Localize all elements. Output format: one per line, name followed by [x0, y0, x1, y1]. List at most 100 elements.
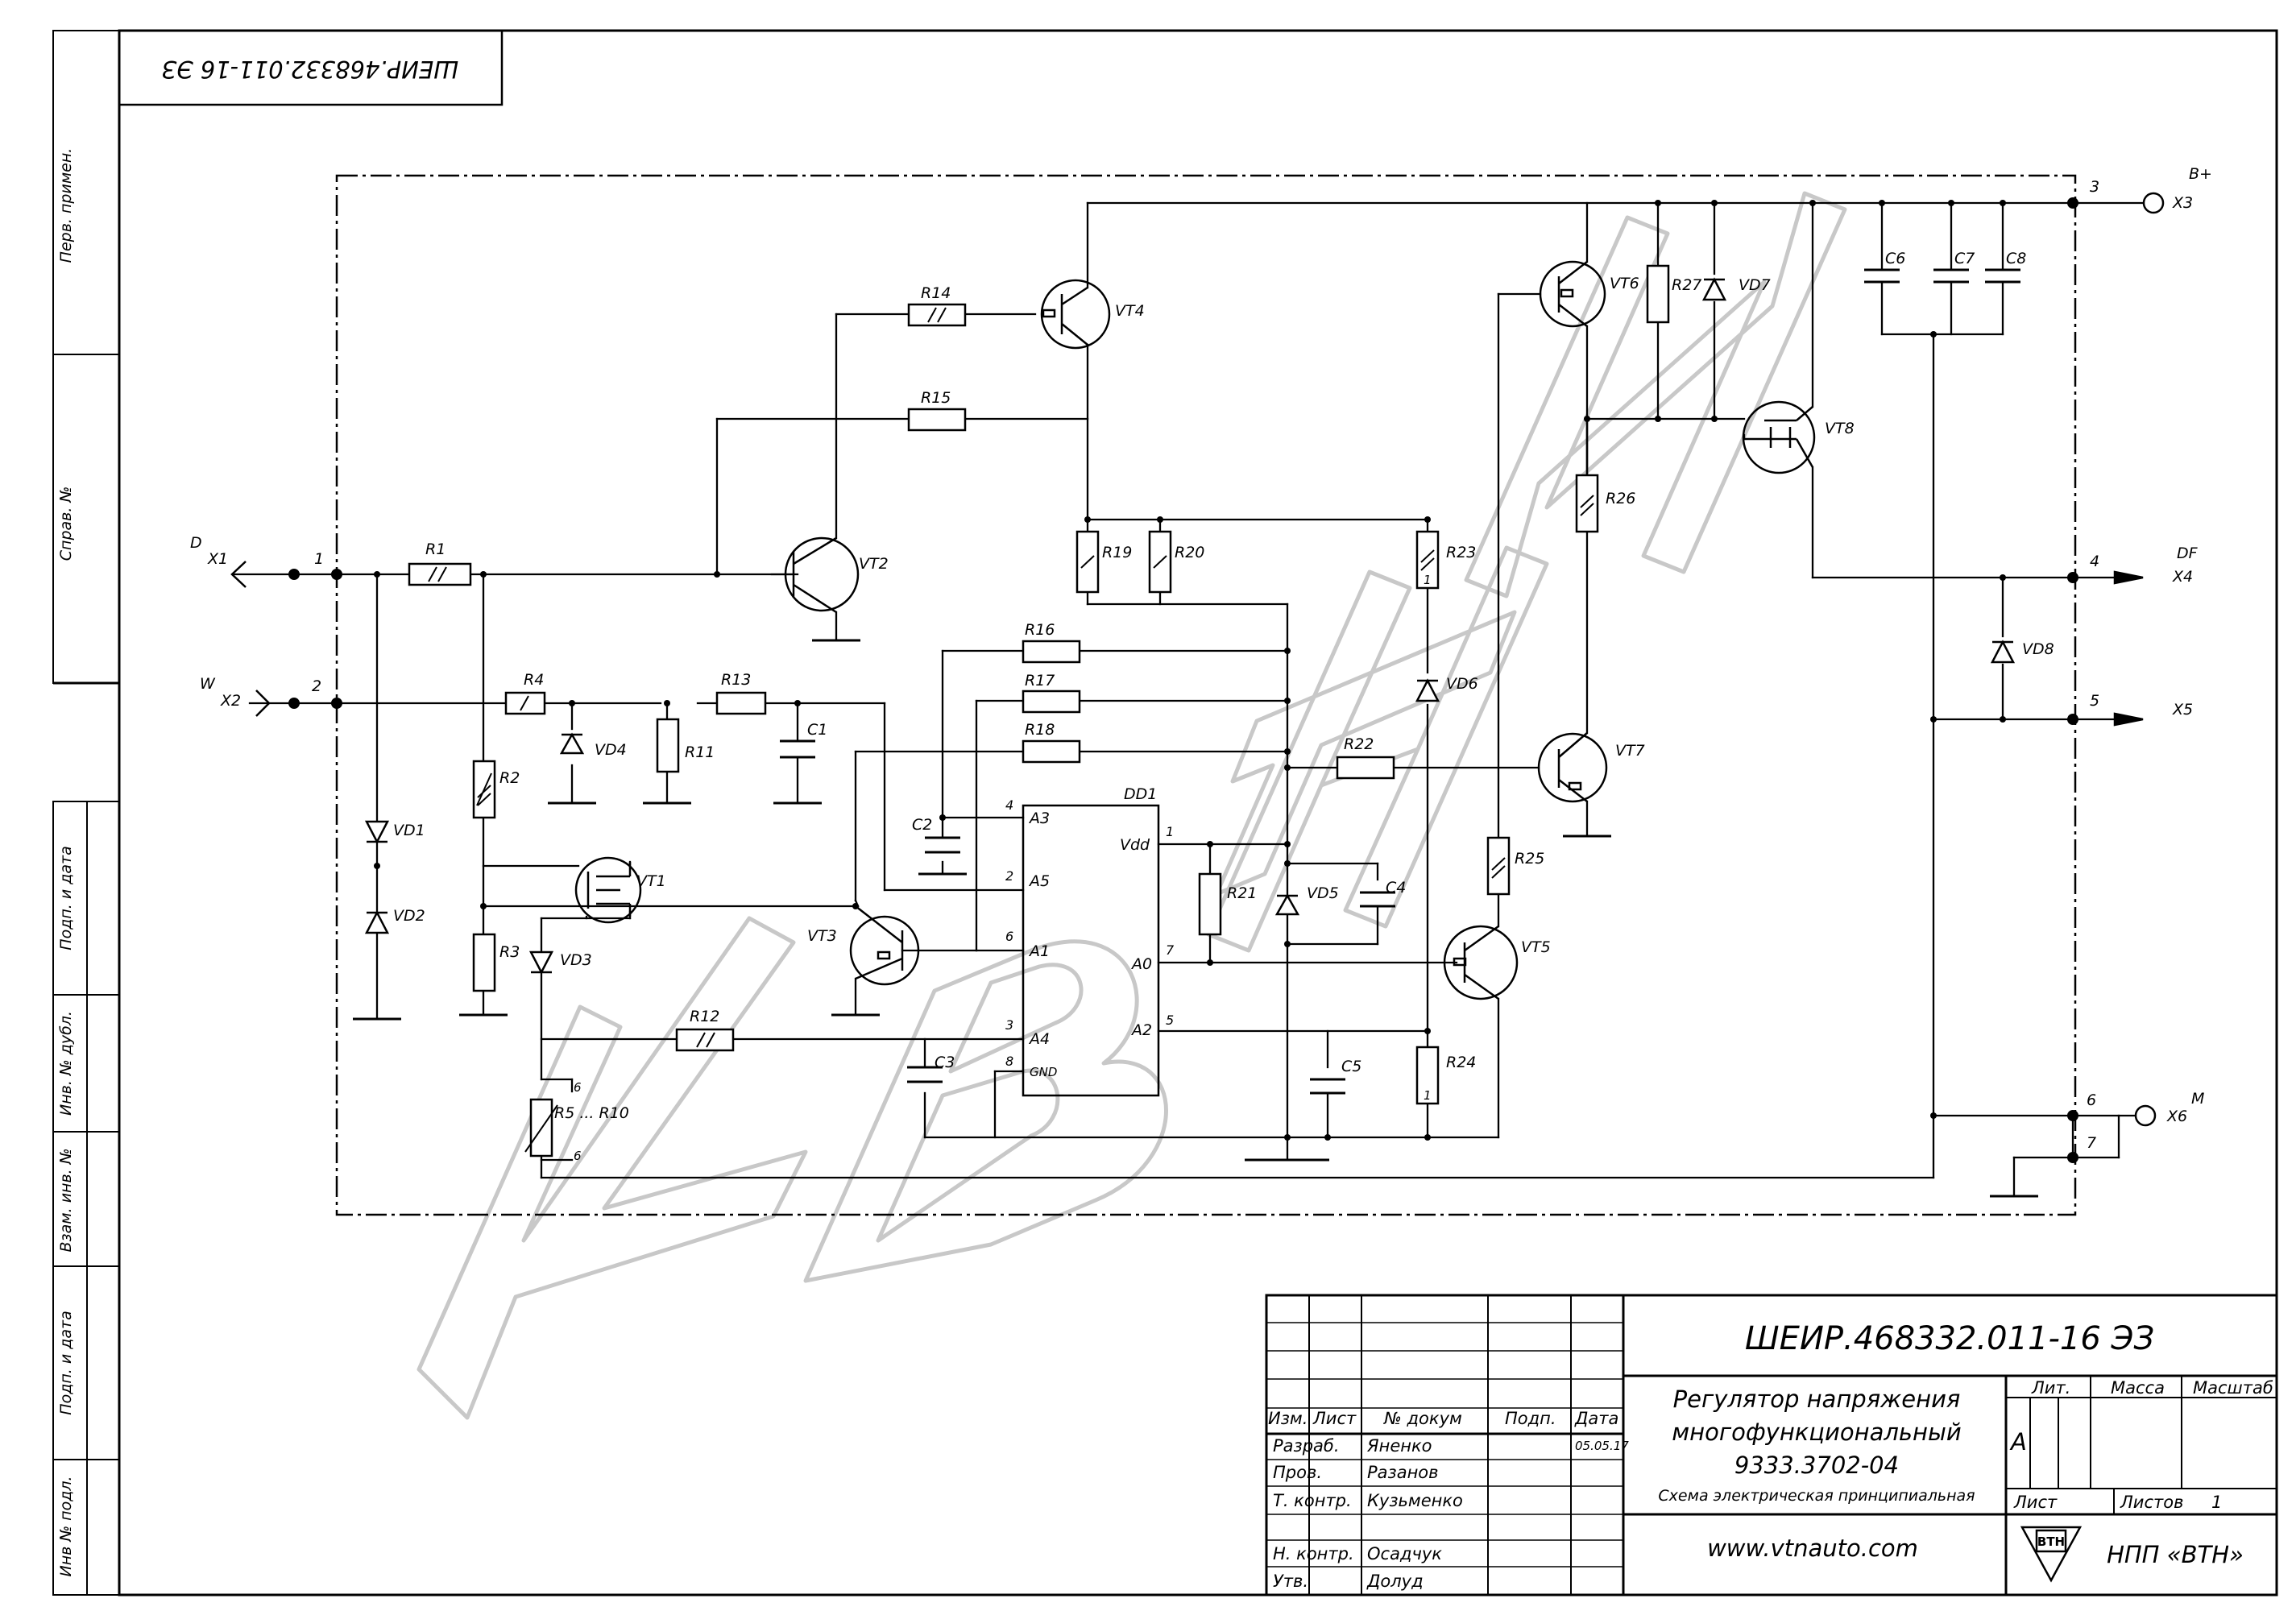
r5-pin-bottom: 6: [574, 1149, 582, 1163]
transistors: [576, 262, 1814, 999]
svg-text:ВТН: ВТН: [2037, 1534, 2065, 1549]
stamp-date-0: 05.05.17: [1575, 1439, 1629, 1453]
capacitor-c3: [907, 1067, 943, 1082]
x5-pin: 5: [2090, 692, 2099, 710]
label-r21: R21: [1227, 884, 1257, 902]
stamp-role-4: Утв.: [1273, 1572, 1308, 1591]
product-line-1: Регулятор напряжения: [1673, 1385, 1961, 1413]
company-logo: ВТН: [2022, 1527, 2080, 1580]
product-line-3: 9333.3702-04: [1734, 1452, 1899, 1479]
side-label-vzam-inv: Взам. инв. №: [57, 1148, 75, 1252]
x4-signal: DF: [2177, 545, 2199, 562]
x3-signal: B+: [2189, 165, 2212, 183]
pin-a3: A3: [1028, 810, 1050, 827]
company-name: НПП «ВТН»: [2107, 1541, 2244, 1568]
chip-dd1: [1023, 806, 1158, 1095]
stamp-header-date: Дата: [1574, 1409, 1618, 1428]
website: www.vtnauto.com: [1707, 1534, 1918, 1562]
x2-name: X2: [220, 692, 241, 710]
side-label-perv-primen: Перв. примен.: [57, 148, 75, 263]
ground-symbols: [353, 640, 2038, 1196]
label-r3: R3: [499, 943, 520, 961]
resistor-r16: [1023, 641, 1080, 662]
label-r4: R4: [524, 671, 544, 689]
diode-vd6: [1417, 681, 1438, 701]
pin-num-6: 6: [1005, 929, 1013, 944]
diodes: [367, 280, 2013, 972]
x6-signal: M: [2191, 1090, 2204, 1108]
transistor-vt1: [576, 858, 640, 922]
resistor-marks: [429, 308, 1594, 1152]
label-r17: R17: [1025, 672, 1055, 690]
diode-vd3: [531, 952, 552, 972]
label-vt4: VT4: [1115, 302, 1145, 320]
pin-a1: A1: [1028, 942, 1050, 960]
label-c2: C2: [912, 816, 932, 834]
diode-vd5: [1277, 896, 1298, 914]
resistor-r17: [1023, 691, 1080, 712]
stamp-name-3: Осадчук: [1367, 1544, 1442, 1563]
stamp-header-docno: № докум: [1383, 1409, 1462, 1428]
trim-mark-r24: 1: [1424, 1088, 1432, 1103]
capacitor-c2: [925, 838, 960, 852]
diode-vd1: [367, 822, 388, 842]
resistor-r14: [909, 304, 965, 325]
x3-name: X3: [2172, 194, 2193, 212]
resistor-r21: [1200, 874, 1221, 934]
label-c3: C3: [935, 1054, 955, 1071]
pin-a5: A5: [1028, 872, 1050, 890]
label-r16: R16: [1025, 621, 1055, 639]
transistor-vt2: [785, 538, 858, 612]
resistor-r27: [1647, 266, 1668, 322]
trim-mark-r23: 1: [1424, 573, 1432, 587]
x1-name: X1: [207, 550, 228, 568]
pin-num-8: 8: [1005, 1054, 1013, 1069]
sheets-label: Листов: [2120, 1493, 2183, 1512]
label-r27: R27: [1672, 276, 1701, 294]
resistor-r12: [677, 1029, 733, 1050]
label-r26: R26: [1606, 490, 1635, 507]
capacitor-c8: [1985, 270, 2020, 282]
stamp-header-sign: Подп.: [1505, 1409, 1556, 1428]
pin-a0: A0: [1130, 955, 1152, 973]
side-label-inv-podl: Инв № подл.: [57, 1476, 75, 1576]
label-r12: R12: [690, 1008, 719, 1025]
stamp-role-1: Пров.: [1273, 1463, 1322, 1482]
chip-pin-labels: A3 A5 A1 A4 GND Vdd A0 A2 4 2 6 3 8 1 7 …: [574, 573, 1432, 1163]
diode-vd7: [1704, 280, 1725, 300]
transistor-vt7: [1539, 733, 1606, 801]
label-vd2: VD2: [393, 907, 425, 925]
sheet-label: Лист: [2013, 1493, 2058, 1512]
label-r1: R1: [425, 540, 446, 558]
capacitor-c1: [780, 741, 815, 757]
label-vt5: VT5: [1521, 938, 1551, 956]
label-c4: C4: [1386, 879, 1406, 897]
resistor-r11: [657, 719, 678, 772]
label-r15: R15: [921, 389, 951, 407]
x1-pin: 1: [314, 550, 324, 568]
pin-num-5: 5: [1166, 1013, 1174, 1028]
capacitor-c5: [1310, 1079, 1345, 1093]
side-label-podp-data-2: Подп. и дата: [57, 1311, 75, 1414]
label-r11: R11: [685, 743, 715, 761]
title-block-text: ШЕИР.468332.011-16 ЭЗ Регулятор напряжен…: [1268, 1320, 2273, 1591]
label-vt1: VT1: [636, 872, 666, 890]
x4-pin: 4: [2090, 553, 2099, 570]
side-label-inv-dubl: Инв. № дубл.: [57, 1011, 75, 1116]
side-label-podp-data-1: Подп. и дата: [57, 846, 75, 950]
label-vt3: VT3: [807, 927, 837, 945]
label-r22: R22: [1344, 735, 1374, 753]
capacitor-c7: [1933, 270, 1969, 282]
capacitor-c6: [1864, 270, 1900, 282]
x3-pin: 3: [2090, 178, 2099, 196]
capacitors: [780, 270, 2020, 1093]
transistor-vt6: [1540, 262, 1605, 326]
doc-type: Схема электрическая принципиальная: [1658, 1487, 1975, 1505]
stamp-name-2: Кузьменко: [1367, 1491, 1463, 1510]
sheets-value: 1: [2211, 1493, 2222, 1512]
junction-dots: [288, 197, 2078, 1163]
resistor-r13: [717, 693, 765, 714]
drawing-frame: [53, 31, 2277, 1595]
resistor-r25: [1488, 838, 1509, 894]
